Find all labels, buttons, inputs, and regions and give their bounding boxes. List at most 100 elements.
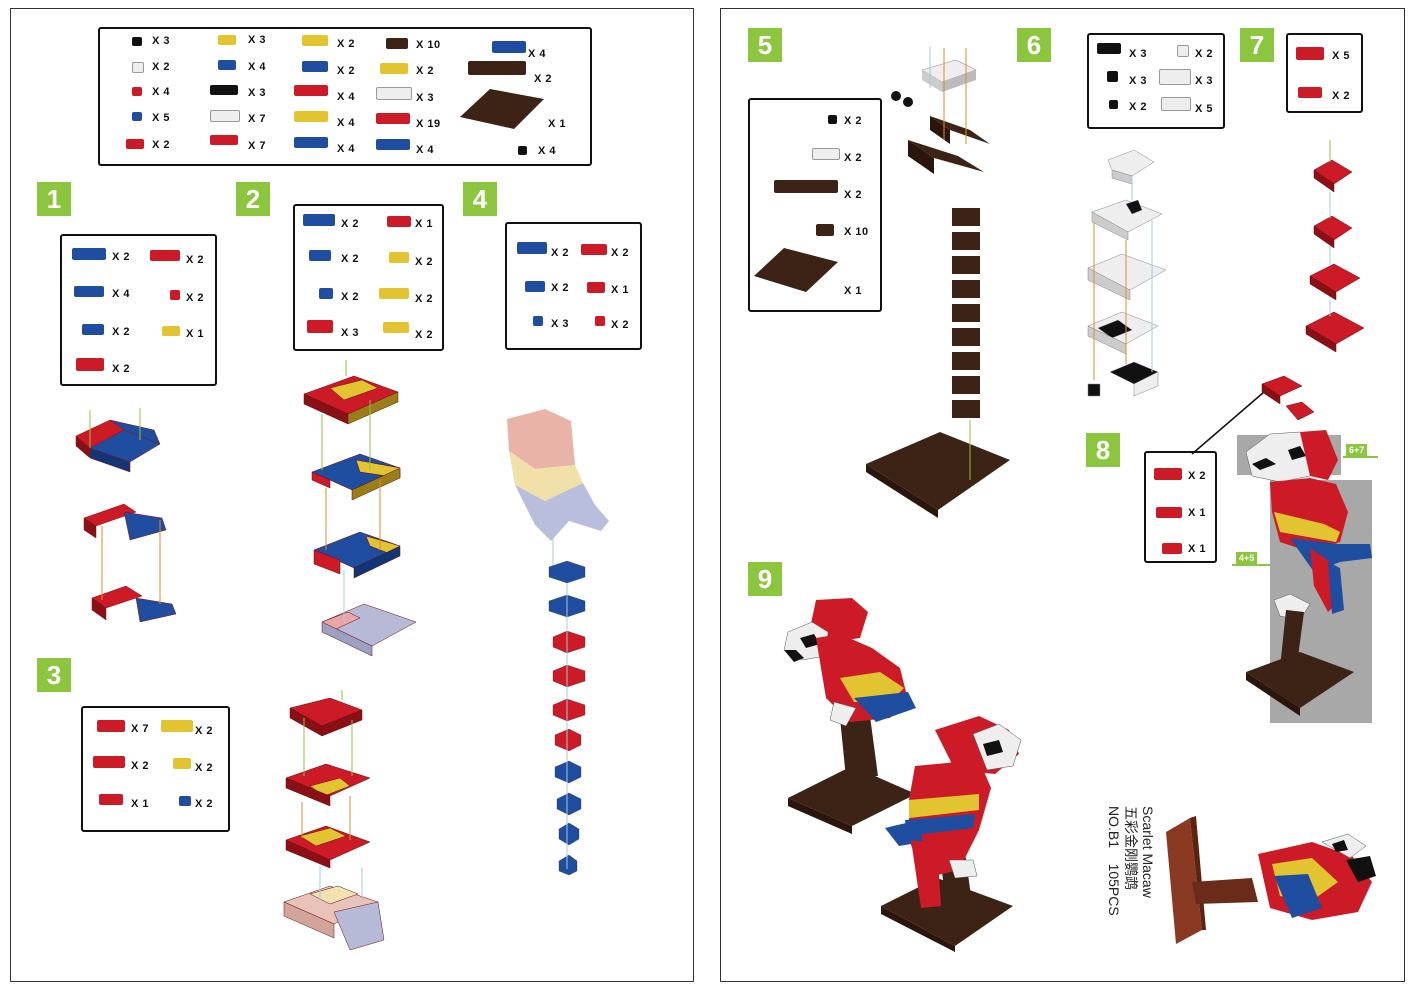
step-8-tag-a: 6+7	[1346, 444, 1368, 456]
step-1-illustration	[75, 408, 177, 623]
part-qty: X 2	[112, 326, 131, 338]
part-qty: X 2	[112, 251, 131, 263]
step-number-8: 8	[1086, 433, 1120, 467]
model-name-chinese: 五彩金刚鹦鹉	[1123, 806, 1139, 890]
step-number-9: 9	[748, 562, 782, 596]
part-qty: X 7	[248, 113, 267, 125]
part-qty: X 5	[152, 112, 171, 124]
part-brick	[389, 252, 409, 263]
part-qty: X 1	[1188, 507, 1207, 519]
step-number-7: 7	[1240, 28, 1274, 62]
part-qty: X 3	[341, 327, 360, 339]
part-brick	[170, 290, 180, 300]
part-qty: X 5	[1332, 50, 1351, 62]
part-qty: X 2	[415, 256, 434, 268]
part-qty: X 4	[112, 288, 131, 300]
part-brick	[376, 113, 410, 124]
part-qty: X 3	[152, 35, 171, 47]
part-brick	[1159, 69, 1191, 85]
part-brick	[1107, 71, 1118, 82]
part-brick	[218, 60, 236, 70]
part-brick	[309, 250, 331, 261]
part-qty: X 1	[1188, 543, 1207, 555]
step-8-illustration	[1245, 375, 1372, 716]
part-qty: X 5	[1195, 103, 1214, 115]
part-brick	[132, 37, 142, 46]
part-qty: X 19	[416, 118, 441, 130]
step-3-parts-box: X 7 X 2 X 2 X 2 X 1 X 2	[81, 706, 230, 832]
part-brick	[150, 250, 180, 261]
step-8-tag-line-b	[1232, 564, 1270, 566]
part-brick	[525, 281, 545, 292]
step-number-5: 5	[748, 28, 782, 62]
step-2-parts-box: X 2 X 1 X 2 X 2 X 2 X 2 X 3 X 2	[293, 204, 444, 351]
part-qty: X 2	[415, 293, 434, 305]
part-qty: X 2	[1332, 90, 1351, 102]
part-qty: X 2	[337, 38, 356, 50]
part-qty: X 2	[195, 798, 214, 810]
part-brick	[1109, 100, 1118, 109]
part-brick	[387, 216, 411, 227]
step-5-parts-box: X 2 X 2 X 2 X 10 X 1	[748, 98, 882, 312]
part-qty: X 2	[551, 282, 570, 294]
part-qty: X 2	[337, 65, 356, 77]
part-qty: X 2	[611, 247, 630, 259]
part-qty: X 2	[844, 189, 863, 201]
part-qty: X 2	[341, 253, 360, 265]
part-brick	[74, 286, 104, 297]
step-2-illustration	[303, 360, 417, 657]
part-brick	[132, 112, 142, 121]
final-model-illustration	[1166, 816, 1376, 944]
part-brick	[132, 87, 142, 96]
step-number-2: 2	[236, 182, 270, 216]
step-number-3: 3	[37, 658, 71, 692]
part-brick	[319, 288, 333, 299]
part-brick	[468, 61, 526, 75]
part-qty: X 1	[844, 285, 863, 297]
part-brick	[210, 135, 238, 145]
step-6-parts-box: X 3 X 2 X 3 X 3 X 2 X 5	[1087, 33, 1225, 129]
part-qty: X 2	[112, 363, 131, 375]
part-qty: X 3	[1129, 75, 1148, 87]
part-brick	[1097, 43, 1121, 54]
step-5-illustration	[866, 46, 1010, 518]
part-qty: X 4	[152, 86, 171, 98]
part-qty: X 2	[152, 61, 171, 73]
part-brick	[97, 720, 125, 732]
part-brick	[173, 758, 191, 769]
part-qty: X 2	[131, 760, 150, 772]
part-brick	[595, 316, 605, 326]
part-brick	[380, 63, 408, 74]
part-brick	[307, 320, 333, 333]
part-qty: X 4	[337, 143, 356, 155]
part-brick	[1298, 87, 1322, 98]
part-qty: X 2	[186, 292, 205, 304]
part-brick	[162, 326, 180, 336]
step-8-parts-box: X 2 X 1 X 1	[1144, 451, 1217, 563]
part-brick	[533, 316, 543, 326]
part-brick	[812, 148, 840, 160]
step-4-parts-box: X 2 X 2 X 2 X 1 X 3 X 2	[505, 222, 642, 350]
part-qty: X 10	[844, 226, 869, 238]
part-qty: X 10	[416, 39, 441, 51]
part-qty: X 2	[341, 218, 360, 230]
step-9-macaw-top	[783, 598, 916, 834]
part-brick	[581, 244, 607, 255]
part-brick	[379, 288, 409, 299]
part-brick	[294, 111, 328, 122]
step-7-parts-box: X 5 X 2	[1286, 33, 1363, 113]
part-qty: X 1	[131, 798, 150, 810]
model-name: Scarlet Macaw	[1140, 806, 1156, 898]
part-qty: X 2	[1195, 48, 1214, 60]
part-qty: X 2	[611, 319, 630, 331]
part-qty: X 2	[341, 291, 360, 303]
part-brick	[828, 115, 837, 124]
step-8-tag-line-a	[1343, 456, 1378, 458]
part-brick	[376, 139, 410, 150]
part-qty: X 3	[551, 318, 570, 330]
part-qty: X 2	[415, 329, 434, 341]
step-7-illustration	[1305, 140, 1365, 353]
part-brick	[93, 756, 125, 768]
step-9-macaw-front	[881, 716, 1022, 952]
part-brick	[517, 242, 547, 254]
